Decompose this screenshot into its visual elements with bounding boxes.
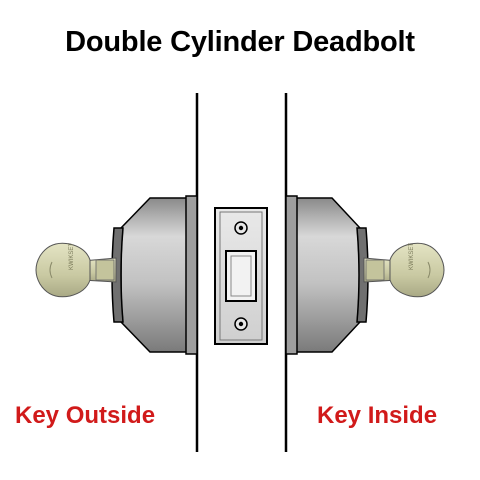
left-key: KWIKSET xyxy=(35,243,117,298)
svg-text:KWIKSET: KWIKSET xyxy=(409,243,415,270)
label-key-inside: Key Inside xyxy=(317,402,438,429)
right-cylinder xyxy=(285,195,369,355)
svg-text:KWIKSET: KWIKSET xyxy=(69,243,75,270)
diagram-title: Double Cylinder Deadbolt xyxy=(65,26,415,58)
left-cylinder xyxy=(111,195,198,355)
right-key: KWIKSET xyxy=(363,243,445,298)
latch-faceplate xyxy=(214,207,268,345)
label-key-outside: Key Outside xyxy=(15,402,156,429)
